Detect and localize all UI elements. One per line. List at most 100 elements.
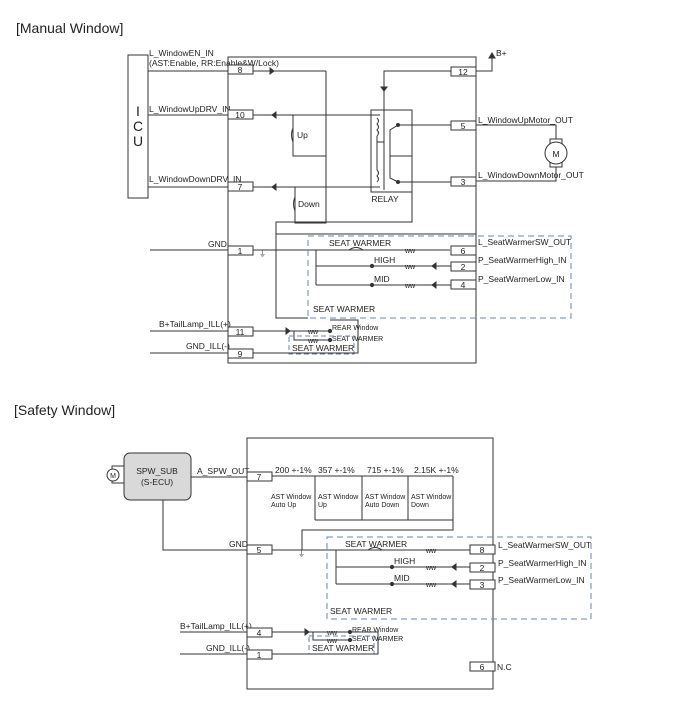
high-label: HIGH	[374, 255, 395, 265]
svg-text:ww: ww	[425, 565, 437, 572]
mid-label: MID	[374, 274, 390, 284]
signal-gnd: GND	[208, 239, 227, 249]
diode-icon	[431, 262, 437, 270]
resistor-value: 200 +-1%	[275, 465, 312, 475]
resistor-value: 2.15K +-1%	[414, 465, 459, 475]
pin-6	[469, 661, 496, 672]
svg-text:9: 9	[238, 349, 243, 359]
signal-nc: N.C	[497, 662, 512, 672]
svg-text:4: 4	[461, 280, 466, 290]
svg-text:AST Window: AST Window	[271, 494, 312, 501]
svg-text:ww: ww	[307, 329, 319, 336]
svg-text:2: 2	[480, 563, 485, 573]
icu-block	[127, 54, 149, 199]
switch-up-icon	[291, 127, 294, 143]
diode-icon	[431, 281, 437, 289]
pin-1	[246, 649, 273, 660]
signal-window-up-drv: L_WindowUpDRV_IN	[149, 104, 231, 114]
svg-text:3: 3	[461, 177, 466, 187]
resistor-icon: ww	[404, 248, 416, 255]
safety-window-title: [Safety Window]	[14, 402, 116, 418]
high-label: HIGH	[394, 556, 415, 566]
svg-text:Up: Up	[318, 502, 327, 509]
svg-text:8: 8	[480, 545, 485, 555]
motor-icon	[544, 141, 568, 165]
pin-3	[469, 579, 496, 590]
svg-text:AST Window: AST Window	[411, 494, 452, 501]
svg-text:ww: ww	[425, 548, 437, 555]
relay-label: RELAY	[371, 194, 399, 204]
pin-4	[450, 279, 477, 290]
svg-text:7: 7	[238, 182, 243, 192]
pin-2	[469, 562, 496, 573]
signal-taillamp: B+TailLamp_ILL(+)	[180, 621, 252, 631]
signal-seat-warmer-high: P_SeatWarmerHigh_IN	[478, 255, 567, 265]
switch-up-label: Up	[297, 130, 308, 140]
switch-down-icon	[293, 196, 296, 212]
svg-text:10: 10	[235, 110, 245, 120]
icu-letter-i: I	[136, 103, 140, 119]
pin-6	[450, 245, 477, 256]
ground-icon: ⏚	[298, 550, 305, 558]
svg-text:ww: ww	[326, 630, 338, 637]
svg-text:ww: ww	[326, 638, 338, 645]
seat-warmer-label: SEAT WARMER	[329, 238, 391, 248]
signal-a-spw-out: A_SPW_OUT	[197, 466, 249, 476]
svg-text:7: 7	[257, 472, 262, 482]
ecu-sub: (S-ECU)	[141, 477, 173, 487]
motor-label: M	[552, 149, 559, 159]
svg-text:1: 1	[257, 650, 262, 660]
signal-gnd-ill: GND_ILL(-)	[186, 341, 230, 351]
svg-text:5: 5	[461, 121, 466, 131]
ground-icon: ⏚	[259, 250, 266, 258]
diode-icon	[304, 628, 310, 636]
resistor-value: 357 +-1%	[318, 465, 355, 475]
svg-text:Auto Down: Auto Down	[365, 502, 399, 509]
signal-seat-warmer-high: P_SeatWarmerHigh_IN	[498, 558, 587, 568]
signal-window-en: L_WindowEN_IN	[149, 48, 214, 58]
seat-warmer-label: SEAT WARMER	[345, 539, 407, 549]
signal-window-up-motor: L_WindowUpMotor_OUT	[478, 115, 573, 125]
diode-icon	[451, 580, 457, 588]
motor-icon	[106, 468, 120, 482]
svg-text:AST Window: AST Window	[365, 494, 406, 501]
diode-icon	[285, 327, 291, 335]
relay-box	[370, 109, 413, 193]
resistor-ladder: 200 +-1% 357 +-1% 715 +-1% 2.15K +-1% AS…	[271, 465, 459, 521]
safety-window-diagram: SPW_SUB (S-ECU) M A_SPW_OUT 7 200 +-1% 3…	[106, 437, 592, 690]
manual-window-title: [Manual Window]	[16, 20, 124, 36]
svg-text:12: 12	[458, 67, 468, 77]
seat-warmer-box-label: SEAT WARMER	[330, 606, 392, 616]
seat-warmer-dashed-box	[307, 235, 572, 319]
svg-text:4: 4	[257, 628, 262, 638]
icu-letter-c: C	[133, 118, 143, 134]
resistor-icon: ww	[404, 283, 416, 290]
pin-8	[469, 544, 496, 555]
seat-warmer-switch-icon	[348, 247, 364, 251]
motor-label: M	[110, 473, 116, 480]
signal-gnd: GND	[229, 539, 248, 549]
seat-warmer-box2-label: SEAT WARMER	[292, 343, 354, 353]
rear-window-label: REAR Window	[332, 325, 379, 332]
svg-text:AST Window: AST Window	[318, 494, 359, 501]
pin-2	[450, 261, 477, 272]
svg-text:6: 6	[480, 662, 485, 672]
signal-window-down-drv: L_WindowDownDRV_IN	[149, 174, 241, 184]
signal-window-down-motor: L_WindowDownMotor_OUT	[478, 170, 584, 180]
icu-letter-u: U	[133, 133, 143, 149]
relay-coil-icon	[376, 169, 379, 183]
bplus-arrow-icon	[488, 52, 496, 59]
svg-text:Auto Up: Auto Up	[271, 502, 296, 509]
diode-icon	[271, 111, 277, 119]
manual-module-box	[227, 56, 477, 364]
diode-icon	[451, 563, 457, 571]
signal-seat-warmer-low: P_SeatWarmerLow_IN	[478, 274, 565, 284]
svg-text:ww: ww	[307, 338, 319, 345]
diode-icon	[380, 86, 388, 92]
rear-window-label: REAR Window	[352, 627, 399, 634]
signal-gnd-ill: GND_ILL(-)	[206, 643, 250, 653]
manual-window-diagram: I C U L_WindowEN_IN (AST:Enable, RR:Enab…	[127, 48, 584, 364]
resistor-value: 715 +-1%	[367, 465, 404, 475]
seat-warmer-switch-icon	[367, 547, 383, 551]
